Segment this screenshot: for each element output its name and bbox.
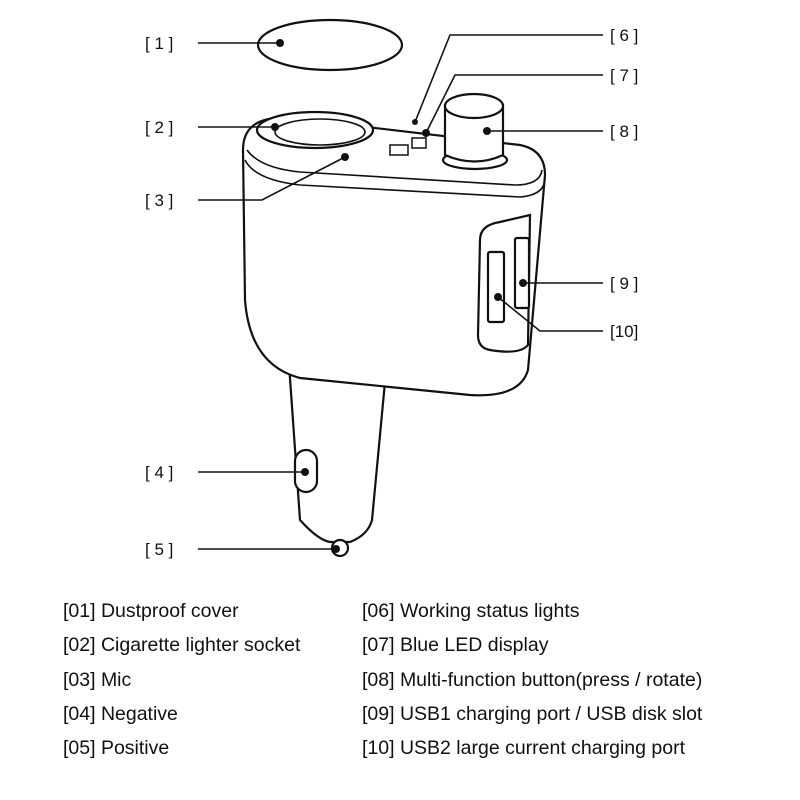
legend-item-06: [06] Working status lights — [362, 600, 580, 622]
callout-1: [ 1 ] — [145, 34, 173, 53]
legend-item-09: [09] USB1 charging port / USB disk slot — [362, 703, 703, 725]
callout-5: [ 5 ] — [145, 540, 173, 559]
plug — [286, 348, 390, 544]
legend-item-01: [01] Dustproof cover — [63, 600, 239, 622]
usb2-port — [486, 250, 506, 324]
multi-function-button — [443, 103, 505, 163]
callout-6: [ 6 ] — [610, 26, 638, 45]
legend-item-04: [04] Negative — [63, 703, 178, 725]
callout-7: [ 7 ] — [610, 66, 638, 85]
legend-item-05: [05] Positive — [63, 737, 170, 759]
led-display — [389, 144, 409, 156]
callout-10: [10] — [610, 322, 638, 341]
legend-item-03: [03] Mic — [63, 669, 132, 691]
callout-8: [ 8 ] — [610, 122, 638, 141]
legend-item-08: [08] Multi-function button(press / rotat… — [362, 669, 703, 691]
legend-item-02: [02] Cigarette lighter socket — [63, 634, 301, 656]
callout-4: [ 4 ] — [145, 463, 173, 482]
dustproof-cover — [256, 18, 404, 72]
callout-9: [ 9 ] — [610, 274, 638, 293]
legend-item-10: [10] USB2 large current charging port — [362, 737, 686, 759]
callout-2: [ 2 ] — [145, 118, 173, 137]
callout-3: [ 3 ] — [145, 191, 173, 210]
legend-item-07: [07] Blue LED display — [362, 634, 549, 656]
usb1-port — [513, 236, 531, 310]
